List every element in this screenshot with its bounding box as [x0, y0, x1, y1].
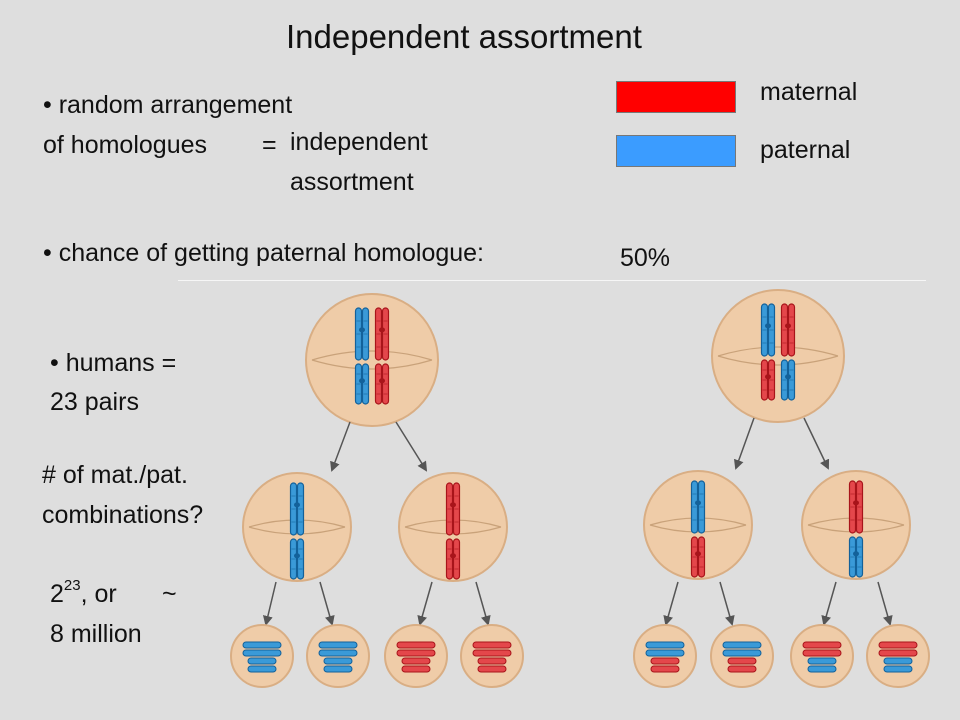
arrow [877, 581, 893, 626]
spindle-fiber [311, 350, 433, 361]
paternal-swatch [616, 135, 736, 167]
maternal-centromere [450, 502, 456, 508]
spindle-fiber [311, 359, 433, 370]
maternal-chromatid [401, 665, 431, 673]
paternal-centromere [294, 502, 300, 508]
divider-line [178, 280, 926, 281]
arrow [803, 417, 830, 470]
arrow [663, 581, 679, 626]
paternal-chromatid [807, 657, 837, 665]
spindle-fiber [248, 526, 346, 535]
slide-title: Independent assortment [286, 18, 642, 55]
parent-cell [305, 293, 439, 427]
arrow [262, 581, 277, 626]
paternal-chromatid [722, 641, 762, 649]
paternal-centromere [765, 323, 771, 329]
paternal-chromatid [247, 657, 277, 665]
answer-base: 2 [50, 580, 64, 608]
maternal-chromatid [401, 657, 431, 665]
maternal-chromatid [477, 665, 507, 673]
maternal-chromatid [802, 649, 842, 657]
paternal-chromatid [807, 665, 837, 673]
text-question-line1: # of mat./pat. [42, 461, 188, 489]
maternal-chromatid [727, 665, 757, 673]
maternal-label: maternal [760, 78, 858, 106]
maternal-chromatid [396, 641, 436, 649]
arrow [319, 581, 335, 626]
text-23-pairs: 23 pairs [50, 388, 139, 416]
answer-rest: , or [80, 580, 117, 608]
paternal-centromere [853, 551, 859, 557]
arrow [417, 581, 433, 626]
text-independent: independent [290, 128, 428, 156]
paternal-chromatid [242, 641, 282, 649]
paternal-centromere [294, 553, 300, 559]
answer-line1: 223, or [50, 578, 117, 608]
maternal-centromere [785, 323, 791, 329]
parent-cell [711, 289, 845, 423]
arrow [395, 421, 428, 472]
bullet-paternal-chance: • chance of getting paternal homologue: [43, 239, 485, 267]
arrow [719, 581, 735, 626]
paternal-chromatid [318, 641, 358, 649]
maternal-chromatid [472, 649, 512, 657]
maternal-chromatid [727, 657, 757, 665]
maternal-chromatid [477, 657, 507, 665]
bullet-random-arrangement: • random arrangement [43, 91, 293, 119]
maternal-centromere [450, 553, 456, 559]
maternal-centromere [379, 327, 385, 333]
paternal-centromere [359, 327, 365, 333]
answer-tilde: ~ [162, 580, 177, 608]
spindle-fiber [649, 524, 747, 533]
arrow [330, 421, 351, 472]
paternal-chromatid [883, 657, 913, 665]
paternal-chromatid [645, 641, 685, 649]
spindle-fiber [404, 526, 502, 535]
maternal-centromere [853, 500, 859, 506]
paternal-chromatid [722, 649, 762, 657]
answer-exponent: 23 [63, 577, 81, 594]
maternal-centromere [765, 374, 771, 380]
spindle-fiber [807, 524, 905, 533]
paternal-centromere [695, 500, 701, 506]
maternal-centromere [379, 378, 385, 384]
arrow [734, 417, 755, 470]
arrow [475, 581, 491, 626]
maternal-chromatid [802, 641, 842, 649]
maternal-chromatid [878, 649, 918, 657]
text-assortment: assortment [290, 168, 414, 196]
maternal-chromatid [472, 641, 512, 649]
maternal-chromatid [396, 649, 436, 657]
maternal-centromere [695, 551, 701, 557]
probability-value: 50% [620, 244, 671, 272]
paternal-chromatid [318, 649, 358, 657]
maternal-chromatid [878, 641, 918, 649]
equals-sign: = [262, 131, 277, 159]
maternal-swatch [616, 81, 736, 113]
paternal-chromatid [883, 665, 913, 673]
text-of-homologues: of homologues [43, 131, 208, 159]
paternal-chromatid [645, 649, 685, 657]
paternal-chromatid [323, 665, 353, 673]
maternal-chromatid [650, 665, 680, 673]
bullet-humans: • humans = [50, 349, 177, 377]
arrow [821, 581, 837, 626]
paternal-chromatid [323, 657, 353, 665]
paternal-centromere [785, 374, 791, 380]
maternal-chromatid [650, 657, 680, 665]
paternal-chromatid [247, 665, 277, 673]
spindle-fiber [717, 346, 839, 357]
paternal-label: paternal [760, 136, 851, 164]
answer-8-million: 8 million [50, 620, 142, 648]
paternal-chromatid [242, 649, 282, 657]
text-question-line2: combinations? [42, 501, 204, 529]
spindle-fiber [717, 355, 839, 366]
paternal-centromere [359, 378, 365, 384]
